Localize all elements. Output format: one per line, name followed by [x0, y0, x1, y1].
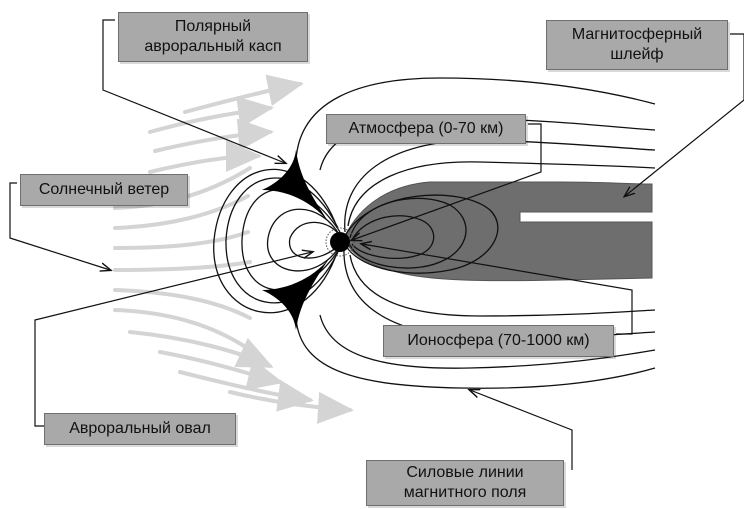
solar-wind-streamline [155, 132, 270, 151]
label-atmosphere: Атмосфера (0-70 км) [326, 114, 526, 144]
label-magnetotail: Магнитосферный шлейф [546, 20, 728, 70]
solar-wind-streamline [150, 108, 270, 132]
solar-wind-streamline [230, 392, 350, 410]
solar-wind-streamline [115, 310, 250, 350]
label-polar-cusp: Полярный авроральный касп [118, 12, 308, 62]
solar-wind-streamline [150, 156, 258, 172]
plasma-sheet [345, 182, 652, 281]
solar-wind-streamline [115, 232, 248, 248]
solar-wind-streamline [160, 352, 280, 382]
leader-field-lines [470, 390, 572, 470]
earth [330, 232, 350, 252]
polar-cusp-north [262, 150, 335, 232]
label-solar-wind: Солнечный ветер [20, 174, 188, 206]
label-ionosphere: Ионосфера (70-1000 км) [383, 325, 614, 357]
solar-wind-streamlines [115, 84, 350, 410]
label-field-lines: Силовые линии магнитного поля [366, 460, 564, 506]
solar-wind-streamline [185, 84, 300, 112]
label-auroral-oval: Авроральный овал [44, 413, 236, 445]
